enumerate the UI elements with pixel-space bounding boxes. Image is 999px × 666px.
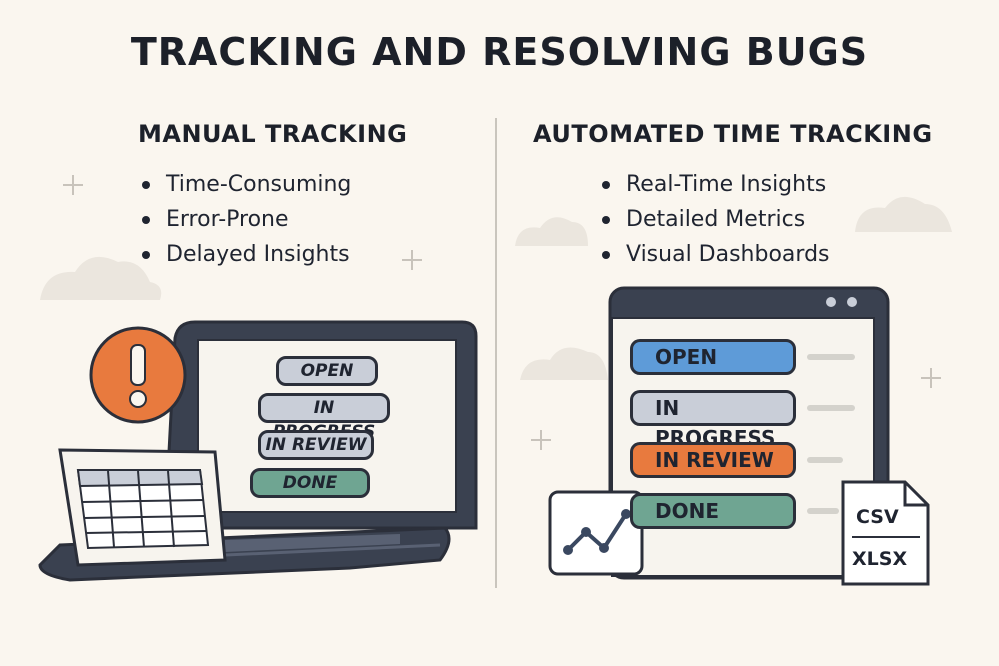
cloud-icon (40, 256, 162, 300)
xlsx-label: XLSX (852, 548, 908, 570)
line-chart-icon (548, 490, 644, 576)
csv-label: CSV (856, 506, 899, 528)
spreadsheet-icon (58, 448, 227, 567)
auto-status-in-review: IN REVIEW (630, 442, 796, 478)
list-item: Delayed Insights (138, 237, 351, 272)
page-title: TRACKING AND RESOLVING BUGS (130, 30, 869, 74)
list-item: Error-Prone (138, 202, 351, 237)
auto-status-done: DONE (630, 493, 796, 529)
sparkle-icon (63, 175, 941, 450)
file-export-icon (841, 480, 930, 586)
column-divider (495, 118, 497, 588)
list-item: Time-Consuming (138, 167, 351, 202)
auto-status-in-progress: IN PROGRESS (630, 390, 796, 450)
manual-status-in-review: IN REVIEW (258, 430, 374, 460)
automated-benefits-list: Real-Time Insights Detailed Metrics Visu… (598, 167, 830, 272)
auto-status-open: OPEN (630, 339, 796, 375)
manual-status-done: DONE (250, 468, 370, 498)
automated-tracking-heading: AUTOMATED TIME TRACKING (533, 120, 933, 148)
manual-status-in-progress: IN PROGRESS (258, 393, 390, 442)
manual-status-open: OPEN (276, 356, 378, 386)
cloud-icon (855, 196, 952, 232)
list-item: Visual Dashboards (598, 237, 830, 272)
cloud-icon (515, 217, 588, 246)
manual-tracking-heading: MANUAL TRACKING (138, 120, 408, 148)
list-item: Detailed Metrics (598, 202, 830, 237)
list-item: Real-Time Insights (598, 167, 830, 202)
manual-drawbacks-list: Time-Consuming Error-Prone Delayed Insig… (138, 167, 351, 272)
cloud-icon (520, 347, 608, 380)
exclamation-icon (89, 326, 187, 424)
